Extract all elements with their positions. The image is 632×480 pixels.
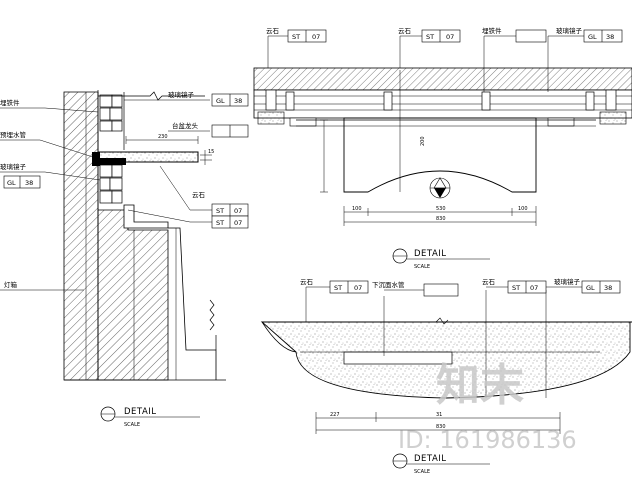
left-marble-tag1-left: ST [216,207,224,215]
left-glass-tag-left: GL [216,97,225,105]
watermark: 知末 ID: 161986136 [398,360,577,454]
callout-mirror-glass: 玻璃镜子 [0,162,27,171]
top-tag2-left: ST [426,33,434,41]
bottom-tag1-label: 云石 [300,278,314,286]
top-tag3-right: 38 [606,33,614,41]
callout-embedded-pipe: 预埋水管 [0,130,27,139]
bottom-tag3-label: 云石 [482,278,496,286]
top-tag3b-label: 埋铁件 [482,26,502,35]
left-section-detail: 230 15 埋铁件 预埋水管 玻璃镜子 灯箱 GL 38 [0,90,249,428]
top-detail-subtitle: SCALE [414,264,430,270]
left-glass-tag-right: 38 [234,97,242,105]
bottom-tag1-right: 07 [354,284,362,292]
bottom-tag3-left: ST [512,284,520,292]
left-dim-d2: 15 [208,149,214,155]
top-dim-w-total: 830 [436,216,446,222]
bottom-detail-title: DETAIL [414,454,447,464]
top-dim-w-left: 100 [352,206,362,212]
top-tag1-label: 云石 [266,27,280,35]
top-tag3-label: 玻璃镜子 [556,26,583,35]
bottom-right-plan-detail: 227 31 830 云石 ST 07 下沉面水管 云石 ST 07 玻璃镜子 … [260,277,632,475]
bottom-dim-d2: 31 [436,412,442,418]
left-glass-tag-label: 玻璃镜子 [168,90,195,99]
left-marble-tag2-right: 07 [234,219,242,227]
bottom-tag1-left: ST [334,284,342,292]
bottom-tag4-label: 玻璃镜子 [554,277,581,286]
left-detail-title: DETAIL [124,407,157,417]
bottom-tag4-left: GL [586,284,595,292]
top-tag3-left: GL [588,33,597,41]
counter-elevation [343,117,537,193]
top-detail-title: DETAIL [414,249,447,259]
top-tag1-right: 07 [312,33,320,41]
bottom-detail-subtitle: SCALE [414,469,430,475]
left-dim-d1: 230 [158,134,168,140]
bottom-tag2-label: 下沉面水管 [372,280,405,289]
callout-light-box: 灯箱 [4,280,18,289]
watermark-id: ID: 161986136 [398,426,577,454]
left-sink-tag-label: 台盆龙头 [172,121,199,130]
wall-hatch [63,91,99,381]
bottom-dim-d1: 227 [330,412,340,418]
bottom-tag4-right: 38 [604,284,612,292]
top-tag2-label: 云石 [398,27,412,35]
left-marble-tag2-left: ST [216,219,224,227]
left-mirror-tag-left: GL [7,179,16,187]
cavity-hatch [97,209,169,381]
bottom-tag3-right: 07 [530,284,538,292]
top-right-elevation-detail: 200 100 100 530 830 云石 ST 07 云石 [253,26,632,270]
left-detail-subtitle: SCALE [124,422,140,428]
bottom-dim-total: 830 [436,424,446,430]
top-tag2-right: 07 [446,33,454,41]
tile-blocks [99,94,123,204]
top-tag1-left: ST [292,33,300,41]
top-dim-height: 200 [420,136,426,146]
top-dim-w-right: 100 [518,206,528,212]
left-mirror-tag-right: 38 [25,179,33,187]
top-dim-w-mid: 530 [436,206,446,212]
callout-fixing-hardware: 埋铁件 [0,98,20,107]
left-marble-tag1-label: 云石 [192,191,206,199]
watermark-logo: 知末 [436,360,524,411]
left-marble-tag1-right: 07 [234,207,242,215]
